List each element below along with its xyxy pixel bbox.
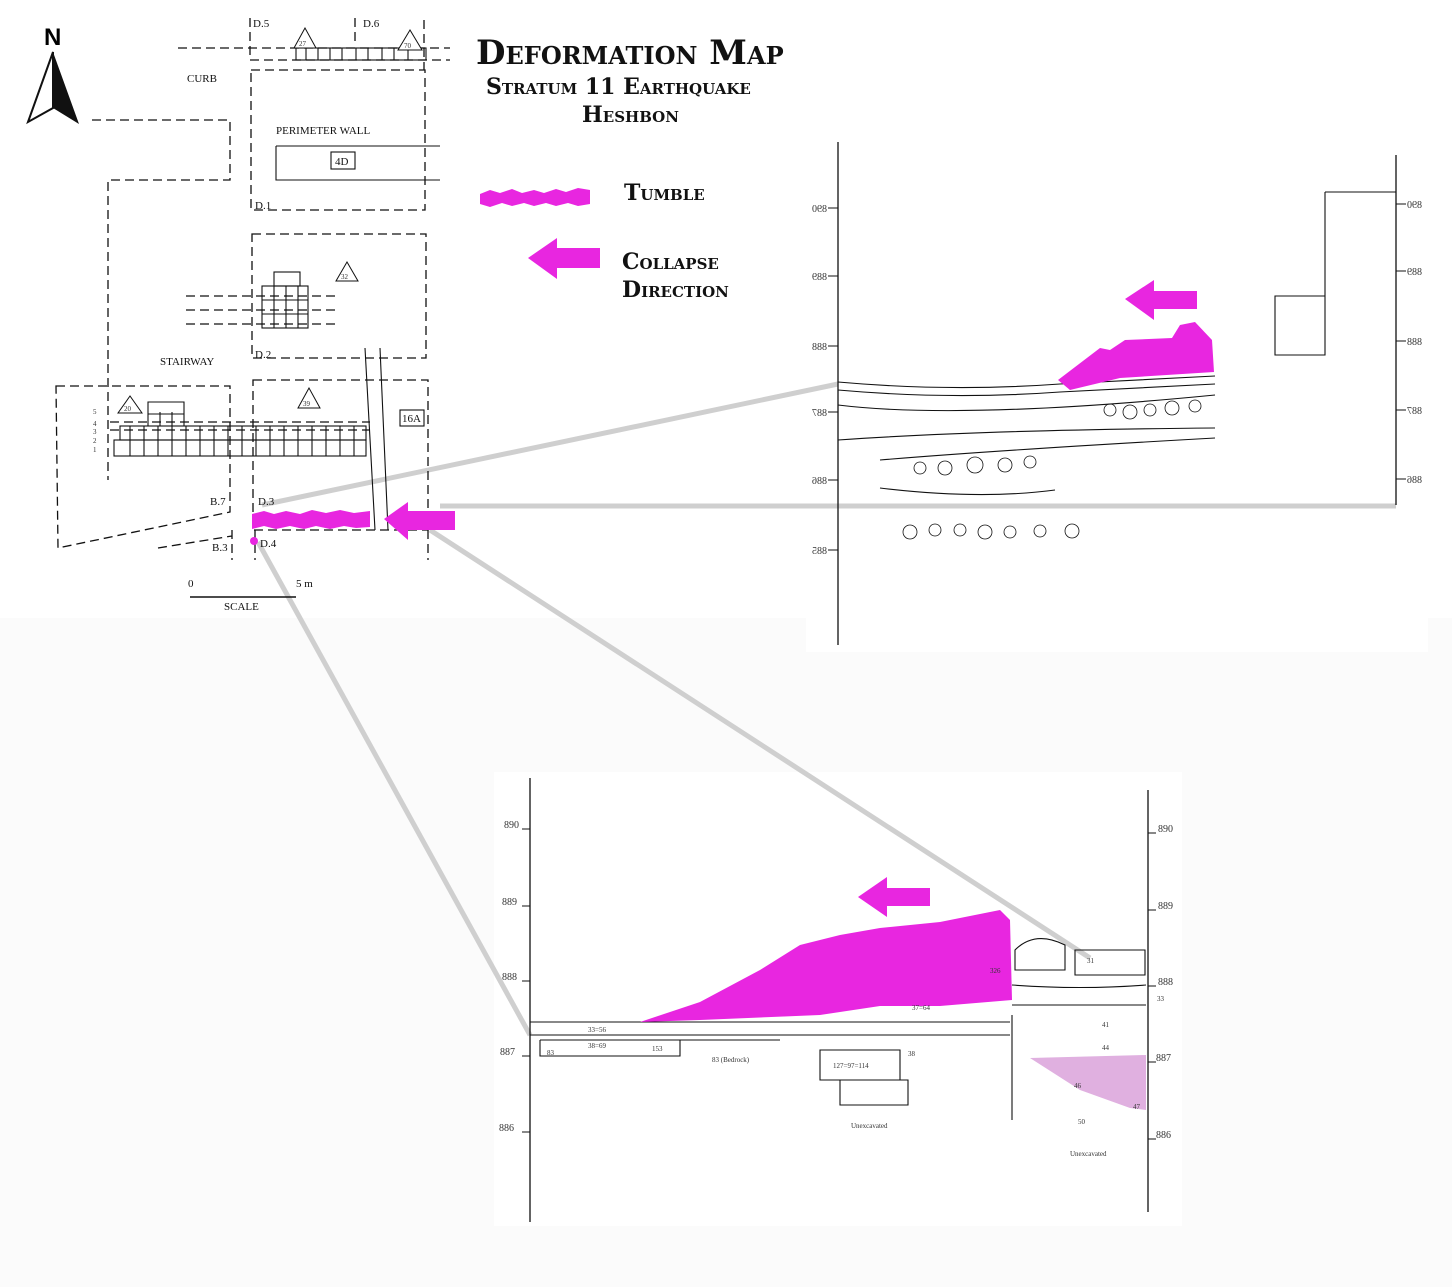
tick-left-890: 890 <box>812 204 827 215</box>
label-83-box: 83 <box>547 1049 555 1057</box>
plan-tumble-zone <box>252 510 370 529</box>
tick-right-886: 886 <box>1407 475 1422 486</box>
label-33: 33 <box>1157 995 1165 1003</box>
label-153-box: 153 <box>652 1045 663 1053</box>
label-d2: D.2 <box>255 349 271 361</box>
label-326-box: 326 <box>990 967 1001 975</box>
label-b7: B.7 <box>210 496 226 508</box>
plan-collapse-arrow-icon <box>384 502 455 540</box>
step-4: 4 <box>93 420 97 428</box>
label-perimeter-wall: PERIMETER WALL <box>276 125 370 137</box>
label-50: 50 <box>1078 1118 1086 1126</box>
label-38: 38 <box>908 1050 916 1058</box>
label-bedrock: 83 (Bedrock) <box>712 1056 750 1064</box>
label-41: 41 <box>1102 1021 1110 1029</box>
label-curb: CURB <box>187 73 217 85</box>
label-b3: B.3 <box>212 542 228 554</box>
label-stairway: STAIRWAY <box>160 356 214 368</box>
site-name: Heshbon <box>582 102 679 128</box>
tick-right-890: 890 <box>1158 824 1173 835</box>
marker-70: 70 <box>404 42 412 50</box>
site-plan: D.5 D.6 CURB PERIMETER WALL 4D D.1 D.2 S… <box>55 18 455 613</box>
marker-32: 32 <box>341 273 349 281</box>
tick-right-889: 889 <box>1407 267 1422 278</box>
south-section-collapse-arrow-icon <box>858 877 930 917</box>
tick-left-886: 886 <box>812 476 827 487</box>
south-section-drawing: 890 889 888 887 886 890 889 888 887 886 … <box>499 778 1173 1222</box>
label-d3: D.3 <box>258 496 275 508</box>
north-arrow-icon <box>26 51 79 125</box>
label-127-97-114: 127=97=114 <box>833 1062 869 1070</box>
label-d5: D.5 <box>253 18 270 30</box>
tick-left-890: 890 <box>504 820 519 831</box>
label-37-64: 37=64 <box>912 1004 930 1012</box>
label-unexcavated-2: Unexcavated <box>1070 1150 1107 1158</box>
tick-right-886: 886 <box>1156 1130 1171 1141</box>
marker-27: 27 <box>299 40 307 48</box>
marker-39: 39 <box>303 400 311 408</box>
map-title: Deformation Map <box>476 33 784 73</box>
label-d4: D.4 <box>260 538 277 550</box>
label-38-69: 38=69 <box>588 1042 606 1050</box>
label-d6: D.6 <box>363 18 380 30</box>
tick-right-887: 887 <box>1407 406 1422 417</box>
marker-20: 20 <box>124 405 132 413</box>
south-section-tumble <box>640 910 1012 1022</box>
map-subtitle: Stratum 11 Earthquake <box>486 74 751 100</box>
north-label: N <box>44 24 61 51</box>
label-4d: 4D <box>335 156 349 168</box>
tick-left-889: 889 <box>502 897 517 908</box>
step-2: 2 <box>93 437 97 445</box>
tick-left-887: 887 <box>500 1047 515 1058</box>
label-unexcavated-1: Unexcavated <box>851 1122 888 1130</box>
connector-lines <box>255 381 1396 1037</box>
legend-tumble-label: Tumble <box>624 180 705 206</box>
tick-left-889: 889 <box>812 272 827 283</box>
label-d1: D.1 <box>255 200 271 212</box>
east-section-panel <box>806 140 1428 652</box>
label-44: 44 <box>1102 1044 1110 1052</box>
tick-left-887: 887 <box>812 408 827 419</box>
step-5: 5 <box>93 408 97 416</box>
label-47: 47 <box>1133 1103 1141 1111</box>
scale-five: 5 m <box>296 578 313 590</box>
tick-left-885: 885 <box>812 546 827 557</box>
tumble-swatch <box>480 188 590 207</box>
label-46: 46 <box>1074 1082 1082 1090</box>
tick-right-888: 888 <box>1407 337 1422 348</box>
tick-right-889: 889 <box>1158 901 1173 912</box>
tick-left-888: 888 <box>502 972 517 983</box>
tick-right-888: 888 <box>1158 977 1173 988</box>
tick-right-887: 887 <box>1156 1053 1171 1064</box>
tick-left-886: 886 <box>499 1123 514 1134</box>
step-3: 3 <box>93 428 97 436</box>
collapse-arrow-icon <box>528 238 600 279</box>
tick-right-890: 890 <box>1407 200 1422 211</box>
label-16a: 16A <box>402 413 421 425</box>
east-section-drawing: 890 889 888 887 886 885 890 889 888 887 … <box>812 142 1422 645</box>
east-section-collapse-arrow-icon <box>1125 280 1197 320</box>
east-section-tumble <box>1058 322 1214 390</box>
legend-collapse-label: Collapse <box>622 249 719 275</box>
scale-zero: 0 <box>188 578 194 590</box>
legend-direction-label: Direction <box>622 277 729 303</box>
label-33-56: 33=56 <box>588 1026 606 1034</box>
scale-label: SCALE <box>224 601 259 613</box>
tick-left-888: 888 <box>812 342 827 353</box>
step-1: 1 <box>93 446 97 454</box>
label-31-box: 31 <box>1087 957 1095 965</box>
